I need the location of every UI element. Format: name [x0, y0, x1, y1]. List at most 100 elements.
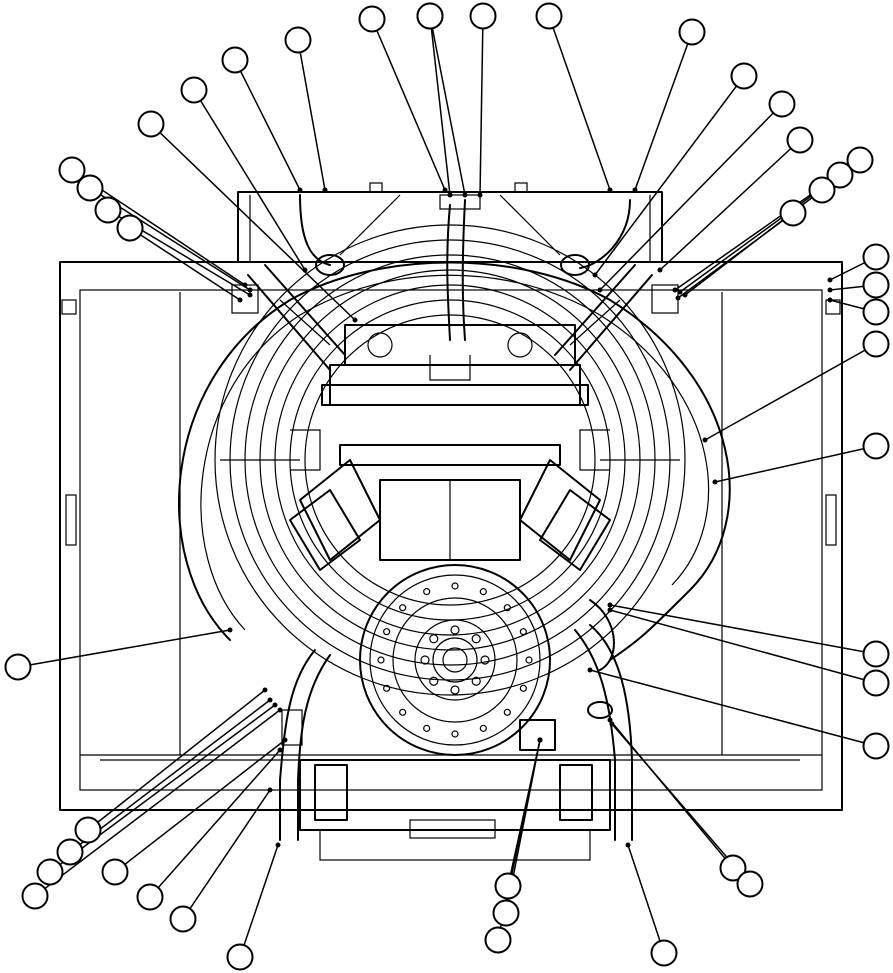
leader-end-dot — [609, 721, 615, 727]
leader-line — [599, 103, 783, 291]
leader-line — [589, 669, 877, 747]
leader-end-dot — [675, 295, 681, 301]
callout-balloon — [826, 161, 854, 189]
callout-balloon — [862, 432, 890, 460]
flywheel-bolt — [479, 588, 487, 596]
hoses — [247, 194, 653, 841]
flywheel-bolt — [519, 684, 527, 692]
base-frame — [59, 261, 843, 811]
leader-line — [479, 15, 484, 196]
flywheel-bolt — [423, 724, 431, 732]
leader-end-dot — [272, 702, 278, 708]
leader-end-dot — [607, 607, 613, 613]
leader-line — [150, 123, 356, 321]
hub-bolt — [471, 634, 481, 644]
callout-balloon — [492, 899, 520, 927]
leader-end-dot — [477, 192, 483, 198]
callout-balloon — [416, 2, 444, 30]
leader-end-dot — [657, 267, 663, 273]
leader-line — [69, 699, 271, 853]
callout-balloon — [221, 46, 249, 74]
flywheel-bolt — [383, 684, 391, 692]
leader-line — [17, 629, 231, 668]
callout-balloon — [862, 271, 890, 299]
flywheel-bolt — [503, 708, 511, 716]
flywheel-bolt — [479, 724, 487, 732]
flywheel-bolt — [399, 604, 407, 612]
leader-end-dot — [827, 277, 833, 283]
leader-end-dot — [462, 192, 468, 198]
callout-balloon — [862, 298, 890, 326]
callout-balloon — [116, 214, 144, 242]
callout-balloon — [862, 243, 890, 271]
leader-line — [609, 604, 877, 655]
leader-end-dot — [277, 747, 283, 753]
leader-line — [234, 59, 301, 191]
hub-bolt — [480, 655, 490, 665]
hub-bolt — [420, 655, 430, 665]
leader-line — [114, 739, 286, 873]
callout-balloon — [768, 90, 796, 118]
leader-line — [193, 89, 306, 271]
callout-balloon — [862, 669, 890, 697]
callout-balloon — [786, 126, 814, 154]
callout-balloon — [137, 110, 165, 138]
leader-end-dot — [625, 842, 631, 848]
callout-balloon — [494, 872, 522, 900]
leader-end-dot — [275, 842, 281, 848]
leader-end-dot — [227, 627, 233, 633]
flywheel — [299, 564, 611, 861]
callout-balloon — [846, 146, 874, 174]
leader-line — [297, 39, 326, 191]
leader-end-dot — [702, 437, 708, 443]
leader-line — [371, 18, 446, 191]
flywheel-bolt — [451, 582, 459, 590]
engine-block — [289, 324, 611, 571]
callout-balloon — [862, 732, 890, 760]
callout-balloon — [169, 905, 197, 933]
callout-balloon — [808, 176, 836, 204]
leader-line — [49, 704, 276, 873]
leader-line — [429, 15, 466, 196]
leader-end-dot — [447, 192, 453, 198]
callout-balloon — [94, 196, 122, 224]
callout-balloon — [56, 838, 84, 866]
callout-balloon — [284, 26, 312, 54]
leader-line — [594, 75, 745, 276]
hub-bolt — [429, 676, 439, 686]
leader-line — [548, 15, 611, 191]
fan-guard — [178, 224, 731, 696]
leader-line — [634, 31, 693, 191]
leader-line — [659, 139, 801, 271]
leader-end-dot — [297, 187, 303, 193]
leader-end-dot — [607, 717, 613, 723]
callout-balloon — [719, 854, 747, 882]
leader-line — [429, 15, 451, 196]
leader-end-dot — [277, 707, 283, 713]
leader-end-dot — [827, 287, 833, 293]
flywheel-bolt — [377, 656, 385, 664]
leader-end-dot — [632, 187, 638, 193]
hub-bolt — [429, 634, 439, 644]
leader-end-dot — [607, 602, 613, 608]
callout-balloon — [736, 870, 764, 898]
leader-end-dot — [537, 737, 543, 743]
leader-line — [87, 689, 266, 831]
leader-end-dot — [322, 187, 328, 193]
flywheel-bolt — [423, 588, 431, 596]
callout-balloon — [358, 5, 386, 33]
leader-end-dot — [247, 292, 253, 298]
leader-end-dot — [587, 667, 593, 673]
hub-bolt — [450, 685, 460, 695]
leader-line — [627, 844, 665, 954]
leader-line — [239, 844, 279, 958]
callout-balloons — [4, 2, 890, 971]
leader-end-dot — [237, 297, 243, 303]
callout-balloon — [484, 926, 512, 954]
leader-end-dot — [592, 272, 598, 278]
leader-line — [677, 212, 794, 299]
leader-end-dot — [672, 287, 678, 293]
flywheel-bolt — [399, 708, 407, 716]
callout-balloon — [862, 640, 890, 668]
